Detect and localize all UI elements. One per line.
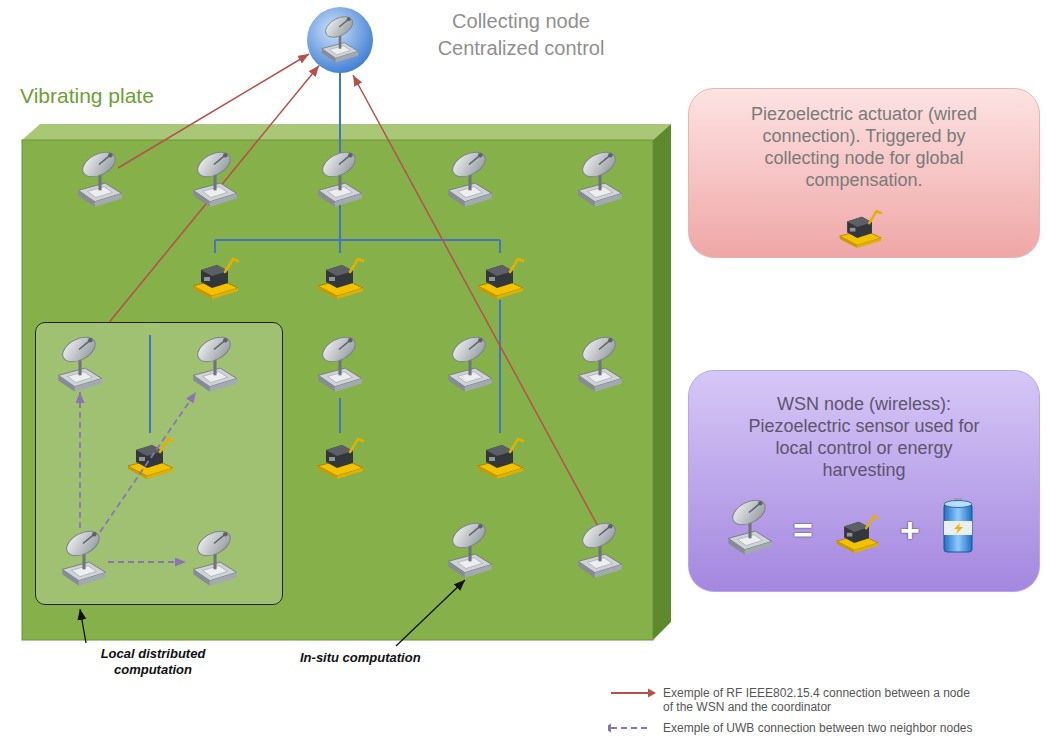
legend-arrowhead [608,724,611,733]
legend-entry: Exemple of RF IEEE802.15.4 connection be… [608,686,973,714]
legend-sample [608,721,658,735]
wsn-node-icon [322,12,358,62]
plate-front-face [22,140,653,640]
wsn-node-icon [728,495,771,555]
wsn-node-icon [578,147,621,207]
legend-arrowhead [648,689,656,698]
pointer-arrow [396,580,465,646]
plate-top-face [22,124,671,140]
vibrating-plate: Local distributed computationVibrating p… [22,140,653,640]
wsn-node-icon [578,332,621,392]
legend-line [611,692,648,694]
uwb-link [108,561,186,563]
local-computation-zone: Local distributed computation [35,322,283,605]
wsn-node-icon [193,147,236,207]
actuator-icon [318,439,363,479]
node-label: Collecting node Centralized control [416,8,626,62]
legend-line [611,727,648,729]
wsn-node-icon [58,332,101,392]
wire [339,398,341,433]
rf-link [353,75,600,530]
collecting-node: Collecting node Centralized control [307,7,373,73]
wire [215,239,500,241]
actuator-wiring [150,73,500,433]
wsn-node-icon [448,147,491,207]
uwb-link [79,392,81,528]
rf-links [118,54,600,530]
wsn-node-icon [193,332,236,392]
node-label: Local distributed computation [88,646,218,678]
wire [149,335,151,433]
legend-text: Exemple of UWB connection between two ne… [663,721,973,735]
symbol-label: + [900,512,920,548]
actuator-icon [128,439,173,479]
actuator-icon [193,259,238,299]
wsn-node-icon [318,147,361,207]
node-label: WSN node (wireless): Piezoelectric senso… [739,393,989,481]
wire [215,240,500,253]
wire [499,300,501,433]
collecting-node-disc [307,7,373,73]
wsn-node-icon [448,332,491,392]
actuator-icon [478,439,523,479]
actuator-icon [837,516,878,553]
callout-label: In-situ computation [300,650,421,665]
legend-entry: Exemple of UWB connection between two ne… [608,721,973,735]
uwb-link [100,392,196,532]
actuator-info-box: Piezoelectric actuator (wired connection… [688,88,1040,258]
wsn-node-icon [578,518,621,578]
actuator-icon [478,259,523,299]
wsn-node-icon [318,332,361,392]
rf-link [118,54,309,168]
actuator-icon [318,259,363,299]
battery-icon [944,498,972,552]
node-label: Piezoelectric actuator (wired connection… [723,103,1005,191]
pointer-arrow [80,609,86,643]
wsn-node-icon [78,147,121,207]
plate-side-face [653,124,671,640]
actuator-icon [840,211,881,248]
node-label: Vibrating plate [20,84,154,108]
local-zone-fill [35,322,283,605]
wsn-node-icon [193,526,236,586]
legend-sample [608,686,658,700]
uwb-links [80,392,196,562]
wsn-info-box: WSN node (wireless): Piezoelectric senso… [688,370,1040,592]
wsn-node-icon [448,518,491,578]
legend-text: Exemple of RF IEEE802.15.4 connection be… [663,686,973,714]
symbol-label: = [793,512,813,548]
wire [339,73,341,240]
wsn-node-icon [62,526,105,586]
